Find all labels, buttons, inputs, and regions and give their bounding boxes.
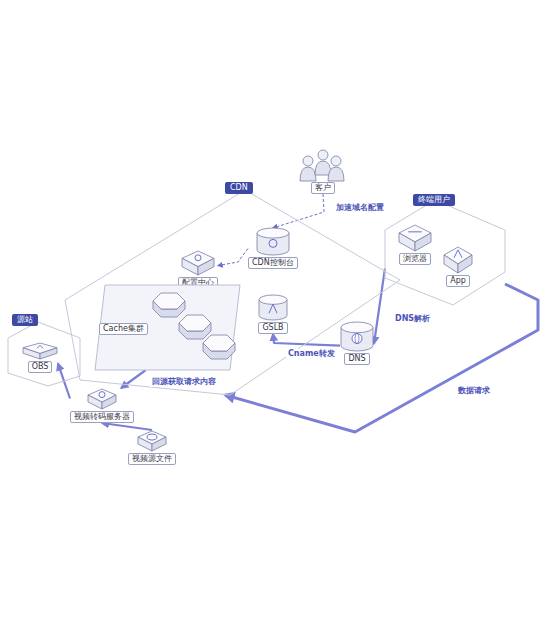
dns-node: DNS — [340, 322, 374, 365]
node-label: 客户 — [311, 182, 335, 194]
console-node: CDN控制台 — [248, 228, 298, 269]
panel-label: Cache集群 — [99, 323, 148, 335]
cache-cluster-panel: Cache集群 — [95, 285, 240, 370]
gslb-node: GSLB — [258, 295, 288, 334]
dns-icon — [340, 322, 374, 352]
edge-label: DNS解析 — [393, 314, 432, 324]
flow-connector — [225, 284, 538, 432]
node-label: 浏览器 — [399, 253, 431, 265]
cyl-icon — [256, 228, 290, 256]
node-label: 视频源文件 — [128, 453, 176, 465]
node-label: App — [446, 275, 470, 287]
flow-connector — [374, 268, 385, 343]
node-label: OBS — [28, 361, 53, 373]
end-user-region: 终端用户浏览器App — [385, 200, 505, 305]
node-label: DNS — [344, 353, 369, 365]
config-center-node: 配置中心 — [178, 250, 218, 289]
browser-node: 浏览器 — [398, 224, 432, 265]
edge-label: 回源获取请求内容 — [150, 377, 218, 387]
edge-label: 加速域名配置 — [334, 203, 386, 213]
app-node: App — [443, 246, 473, 287]
edge-label: Cname转发 — [286, 349, 337, 359]
region-tag: 终端用户 — [413, 194, 455, 206]
flow-connector — [273, 334, 340, 346]
people-icon — [300, 145, 346, 181]
cube-icon — [87, 388, 117, 410]
region-tag: CDN — [225, 182, 253, 194]
video-file-node: 视频源文件 — [128, 430, 176, 465]
app-icon — [443, 246, 473, 274]
node-label: 视频转码服务器 — [70, 411, 134, 423]
node-label: GSLB — [258, 322, 287, 334]
edge-label: 数据请求 — [456, 386, 492, 396]
origin-region: 源站OBS — [8, 318, 80, 386]
dashed-connector — [218, 249, 248, 266]
transcoder-node: 视频转码服务器 — [70, 388, 134, 423]
flow-connector — [102, 423, 152, 430]
disk-icon — [137, 430, 167, 452]
obs-node: OBS — [22, 342, 58, 373]
obs-icon — [22, 342, 58, 360]
screen-icon — [398, 224, 432, 252]
gslb-icon — [258, 295, 288, 321]
region-tag: 源站 — [12, 314, 38, 326]
node-label: CDN控制台 — [248, 257, 298, 269]
customer-node: 客户 — [300, 145, 346, 194]
cube-icon — [181, 250, 215, 276]
